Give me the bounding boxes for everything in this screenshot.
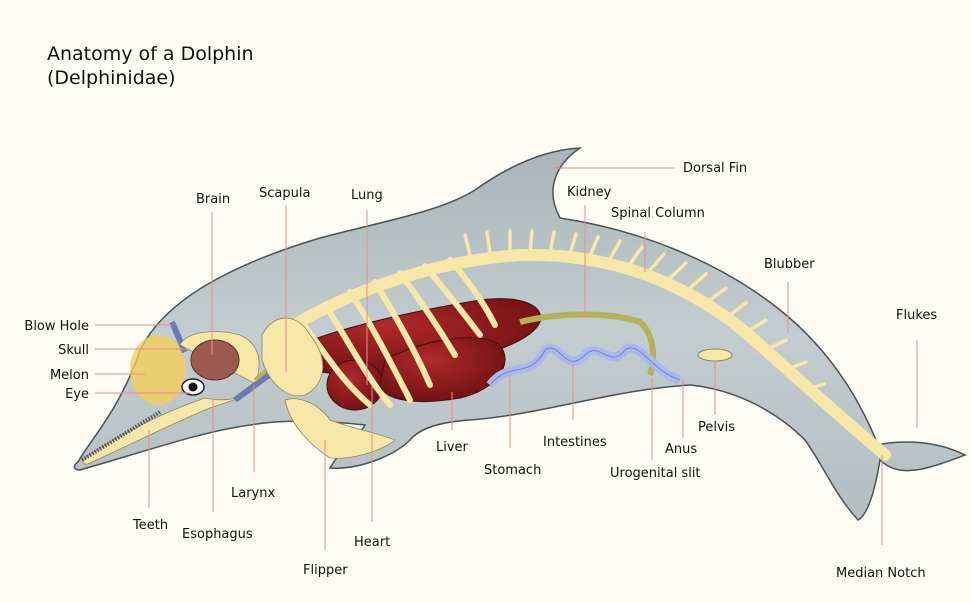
title-line-1: Anatomy of a Dolphin [47,43,254,65]
label-blubber: Blubber [764,257,815,272]
brain [190,339,240,381]
vertebral-spines [463,229,826,390]
intestines-outline [489,347,681,386]
label-blow-hole: Blow Hole [24,319,89,334]
label-melon: Melon [50,368,89,383]
title-line-2: (Delphinidae) [47,67,176,89]
label-heart: Heart [354,535,390,550]
label-liver: Liver [436,440,469,455]
label-pelvis: Pelvis [698,420,735,435]
ribs [297,257,498,408]
label-kidney: Kidney [567,185,612,200]
teeth [80,410,162,462]
label-esophagus: Esophagus [182,527,253,542]
label-intestines: Intestines [543,435,607,450]
melon [130,335,186,405]
label-dorsal-fin: Dorsal Fin [683,161,747,176]
eye-pupil [188,382,198,392]
label-flipper: Flipper [303,563,348,578]
label-scapula: Scapula [259,186,310,201]
label-urogenital-slit: Urogenital slit [610,466,701,481]
leader-lines [95,167,918,550]
label-lung: Lung [351,188,383,203]
pelvis [697,348,733,362]
label-teeth: Teeth [132,518,168,533]
label-anus: Anus [665,442,697,457]
flipper-bones [284,398,396,459]
label-skull: Skull [58,343,89,358]
label-median-notch: Median Notch [836,566,926,581]
label-brain: Brain [196,192,230,207]
label-spinal-column: Spinal Column [611,206,705,221]
label-flukes: Flukes [896,308,937,323]
kidney [519,311,656,376]
scapula [261,317,324,397]
label-stomach: Stomach [484,463,541,478]
label-eye: Eye [65,387,89,402]
blow-hole [169,320,188,354]
label-larynx: Larynx [231,486,275,501]
spinal-column [264,248,891,461]
